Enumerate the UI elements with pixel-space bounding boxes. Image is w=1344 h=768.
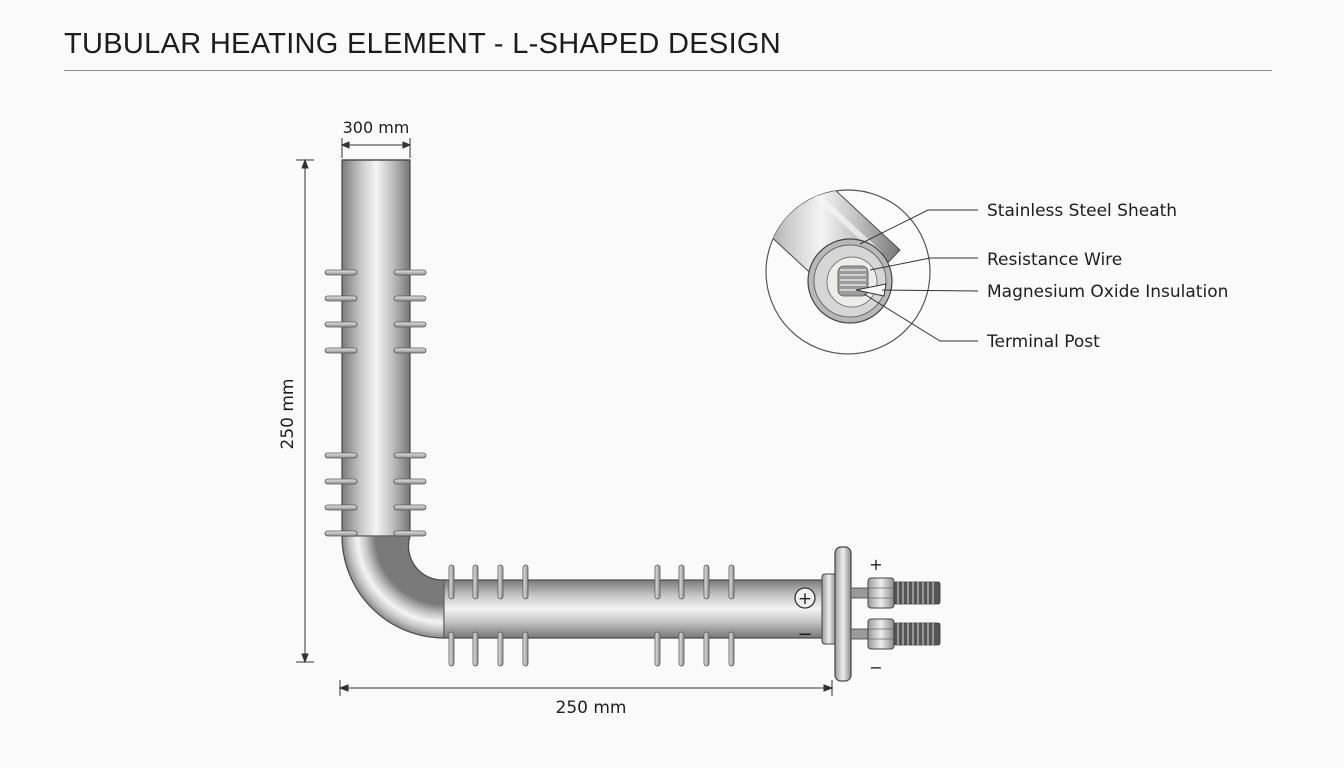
callout-resistance-wire: Resistance Wire bbox=[987, 250, 1122, 270]
horizontal-tube bbox=[443, 579, 825, 639]
cross-section-detail bbox=[765, 189, 931, 355]
terminal-post-positive bbox=[850, 577, 941, 609]
callout-terminal-post: Terminal Post bbox=[986, 332, 1100, 352]
negative-marker-sign: − bbox=[797, 624, 812, 645]
dimension-horizontal-length bbox=[338, 680, 834, 696]
horizontal-fins bbox=[448, 564, 735, 667]
positive-marker-sign: + bbox=[798, 589, 812, 609]
end-collar bbox=[821, 573, 837, 645]
terminal-post-negative bbox=[850, 618, 941, 650]
dimension-top-width bbox=[340, 138, 412, 158]
vertical-fins bbox=[324, 269, 427, 537]
terminal-minus-sign: − bbox=[869, 658, 882, 677]
page-title: TUBULAR HEATING ELEMENT - L-SHAPED DESIG… bbox=[64, 28, 782, 60]
callout-stainless-steel-sheath: Stainless Steel Sheath bbox=[987, 201, 1177, 221]
dimension-top-width-label: 300 mm bbox=[343, 118, 410, 137]
dimension-vertical-length bbox=[296, 158, 314, 664]
callout-leaders bbox=[859, 209, 979, 342]
callout-magnesium-oxide-insulation: Magnesium Oxide Insulation bbox=[987, 282, 1228, 302]
dimension-vertical-length-label: 250 mm bbox=[278, 379, 298, 450]
dimension-horizontal-length-label: 250 mm bbox=[556, 698, 627, 718]
mounting-flange bbox=[834, 546, 852, 682]
tube-bend bbox=[341, 535, 445, 639]
positive-marker: + bbox=[794, 587, 816, 609]
terminal-plus-sign: + bbox=[869, 555, 882, 574]
title-divider bbox=[64, 70, 1272, 71]
